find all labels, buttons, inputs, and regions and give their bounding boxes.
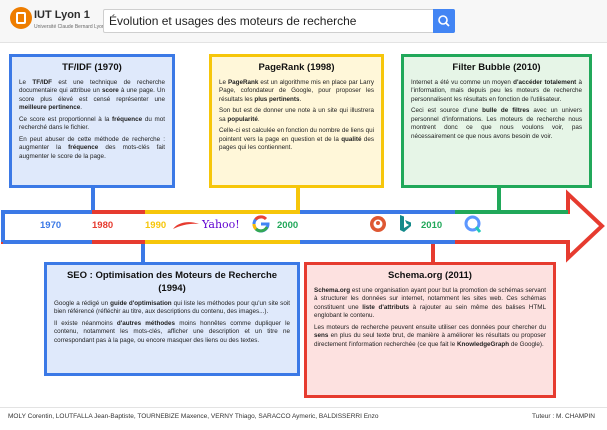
card-title: TF/IDF (1970) (62, 62, 122, 73)
swoosh-logo-icon (173, 222, 199, 229)
logo-badge-icon (10, 7, 32, 29)
year-1970: 1970 (40, 220, 62, 231)
search-bar[interactable]: Évolution et usages des moteurs de reche… (103, 9, 455, 33)
card-seo: SEO : Optimisation des Moteurs de Recher… (44, 262, 300, 376)
year-1990: 1990 (145, 220, 167, 231)
card-paragraph: Son but est de donner une note à un site… (219, 107, 374, 123)
card-title: SEO : Optimisation des Moteurs de Recher… (66, 270, 278, 294)
qwant-logo-icon (464, 215, 482, 233)
bing-logo-icon (400, 215, 411, 232)
footer: MOLY Corentin, LOUTFALLA Jean-Baptiste, … (0, 407, 607, 430)
timeline (0, 186, 607, 270)
card-title: Schema.org (2011) (388, 270, 472, 281)
card-paragraph: Les moteurs de recherche peuvent ensuite… (314, 323, 546, 348)
year-2010: 2010 (421, 220, 443, 231)
card-paragraph: Il existe néanmoins d'autres méthodes mo… (54, 319, 291, 344)
card-paragraph: En peut abuser de cette méthode de reche… (19, 135, 165, 160)
card-paragraph: Ceci est source d'une bulle de filtres a… (411, 107, 582, 140)
iut-logo: IUT Lyon 1 Université Claude Bernard Lyo… (10, 7, 109, 35)
year-1980: 1980 (92, 220, 114, 231)
authors-text: MOLY Corentin, LOUTFALLA Jean-Baptiste, … (8, 413, 379, 420)
timeline-arrow (1, 188, 605, 268)
card-tfidf: TF/IDF (1970) Le TF/IDF est une techniqu… (9, 54, 175, 188)
yahoo-logo: Yahoo! (202, 218, 240, 231)
card-pagerank: PageRank (1998) Le PageRank est un algor… (209, 54, 384, 188)
card-paragraph: Ce score est proportionnel à la fréquenc… (19, 115, 165, 132)
card-paragraph: Le PageRank est un algorithme mis en pla… (219, 78, 374, 103)
card-title: PageRank (1998) (258, 62, 335, 73)
duckduckgo-logo-icon (370, 216, 386, 232)
card-paragraph: Schema.org est une organisation ayant po… (314, 286, 546, 320)
year-2000: 2000 (277, 220, 299, 231)
card-schema-org: Schema.org (2011) Schema.org est une org… (304, 262, 556, 398)
google-logo-icon (252, 215, 270, 233)
tutor-text: Tuteur : M. CHAMPIN (532, 413, 595, 420)
card-paragraph: Internet a été vu comme un moyen d'accéd… (411, 78, 582, 103)
search-button[interactable] (433, 9, 455, 33)
card-filter-bubble: Filter Bubble (2010) Internet a été vu c… (401, 54, 592, 188)
search-icon (438, 15, 450, 27)
logo-title: IUT Lyon 1 (34, 9, 90, 21)
search-query[interactable]: Évolution et usages des moteurs de reche… (109, 14, 357, 28)
card-paragraph: Le TF/IDF est une technique de recherche… (19, 78, 165, 112)
card-title: Filter Bubble (2010) (452, 62, 541, 73)
logo-subtitle: Université Claude Bernard Lyon 1 (34, 24, 109, 30)
top-bar: IUT Lyon 1 Université Claude Bernard Lyo… (0, 0, 607, 43)
card-paragraph: Google a rédigé un guide d'optimisation … (54, 299, 290, 316)
card-paragraph: Celle-ci est calculée en fonction du nom… (219, 127, 374, 152)
